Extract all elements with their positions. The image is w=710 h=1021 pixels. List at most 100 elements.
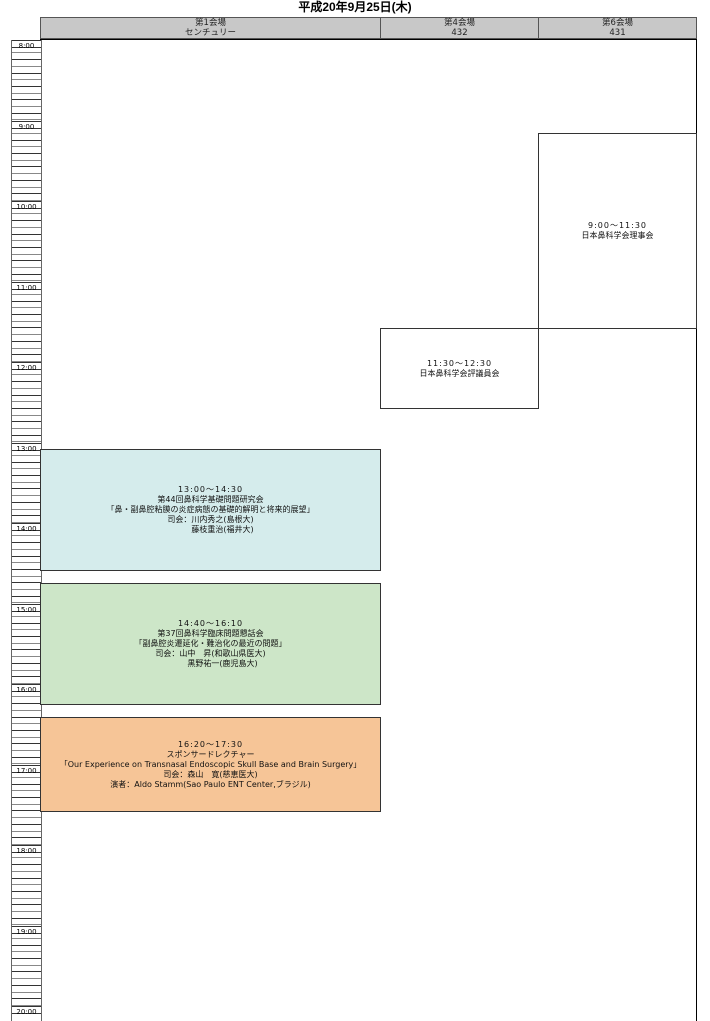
time-slot (12, 349, 41, 356)
page-title: 平成20年9月25日(木) (298, 0, 412, 14)
time-slot (12, 503, 41, 510)
time-slot (12, 134, 41, 141)
time-slot (12, 543, 41, 550)
time-slot (12, 469, 41, 477)
room-name: 第1会場 (195, 18, 226, 28)
time-slot (12, 691, 41, 698)
time-slot (12, 80, 41, 87)
time-slot (12, 912, 41, 919)
time-slot (12, 369, 41, 376)
room-name: 第6会場 (602, 18, 633, 28)
time-slot (12, 416, 41, 423)
time-slot (12, 557, 41, 564)
event-time: 16:20〜17:30 (177, 739, 244, 749)
grid-right-border (696, 39, 697, 1021)
time-slot (12, 94, 41, 101)
event-text: 日本鼻科学会理事会 (581, 231, 654, 240)
time-slot (12, 919, 41, 926)
time-slot (12, 798, 41, 805)
time-slot (12, 167, 41, 175)
time-slot (12, 188, 41, 195)
time-slot (12, 872, 41, 879)
time-slot (12, 583, 41, 591)
time-slot (12, 261, 41, 269)
time-slot (12, 738, 41, 745)
time-slot (12, 530, 41, 537)
time-slot (12, 275, 41, 282)
hour-label: 13:00 (12, 442, 41, 453)
time-slot (12, 858, 41, 866)
time-slot (12, 590, 41, 597)
time-slot (12, 986, 41, 993)
time-slot (12, 744, 41, 752)
time-slot (12, 644, 41, 651)
time-slot (12, 100, 41, 108)
time-slot (12, 114, 41, 121)
time-slot (12, 952, 41, 960)
time-slot (12, 268, 41, 275)
time-slot (12, 335, 41, 342)
time-slot (12, 127, 41, 134)
event-text: 司会：山中 昇(和歌山県医大) (155, 649, 266, 658)
time-slot (12, 463, 41, 470)
time-slot (12, 865, 41, 872)
time-slot (12, 650, 41, 658)
time-slot (12, 194, 41, 201)
time-slot (12, 811, 41, 819)
time-slot (12, 436, 41, 443)
time-slot (12, 328, 41, 336)
time-slot (12, 724, 41, 731)
time-slot (12, 885, 41, 892)
time-slot (12, 617, 41, 624)
event-time: 11:30〜12:30 (426, 358, 493, 368)
hour-label: 17:00 (12, 764, 41, 775)
time-slot (12, 597, 41, 604)
event-time: 13:00〜14:30 (177, 485, 244, 494)
time-slot (12, 979, 41, 986)
time-slot (12, 972, 41, 980)
time-slot (12, 791, 41, 799)
time-slot (12, 241, 41, 248)
time-slot (12, 449, 41, 456)
time-slot (12, 657, 41, 664)
time-slot (12, 295, 41, 302)
time-slot (12, 74, 41, 81)
time-slot (12, 308, 41, 316)
time-slot (12, 818, 41, 825)
event-text: 第37回鼻科学臨床問題懇話会 (157, 629, 264, 638)
time-slot (12, 255, 41, 262)
time-slot (12, 825, 41, 832)
event-time: 14:40〜16:10 (177, 619, 244, 628)
time-slot (12, 147, 41, 155)
room-sub: 431 (609, 28, 626, 38)
room-sub: センチュリー (184, 28, 236, 38)
hour-label: 15:00 (12, 603, 41, 614)
time-slot (12, 664, 41, 671)
hour-label: 19:00 (12, 925, 41, 936)
hour-label: 18:00 (12, 845, 41, 855)
time-slot (12, 67, 41, 74)
time-slot (12, 154, 41, 161)
event-text: 演者：Aldo Stamm(Sao Paulo ENT Center,ブラジル) (110, 779, 311, 789)
time-slot (12, 476, 41, 483)
room-header-1: 第1会場センチュリー (40, 17, 381, 39)
time-slot (12, 181, 41, 188)
room-sub: 432 (451, 28, 468, 38)
time-slot (12, 959, 41, 966)
time-slot (12, 758, 41, 765)
time-slot (12, 53, 41, 61)
time-slot (12, 550, 41, 557)
event-text: 藤枝重治(福井大) (167, 525, 254, 534)
time-slot (12, 221, 41, 228)
time-slot (12, 677, 41, 684)
time-slot (12, 47, 41, 54)
event-text: 日本鼻科学会評議員会 (419, 368, 500, 378)
time-slot (12, 879, 41, 886)
time-slot (12, 228, 41, 235)
